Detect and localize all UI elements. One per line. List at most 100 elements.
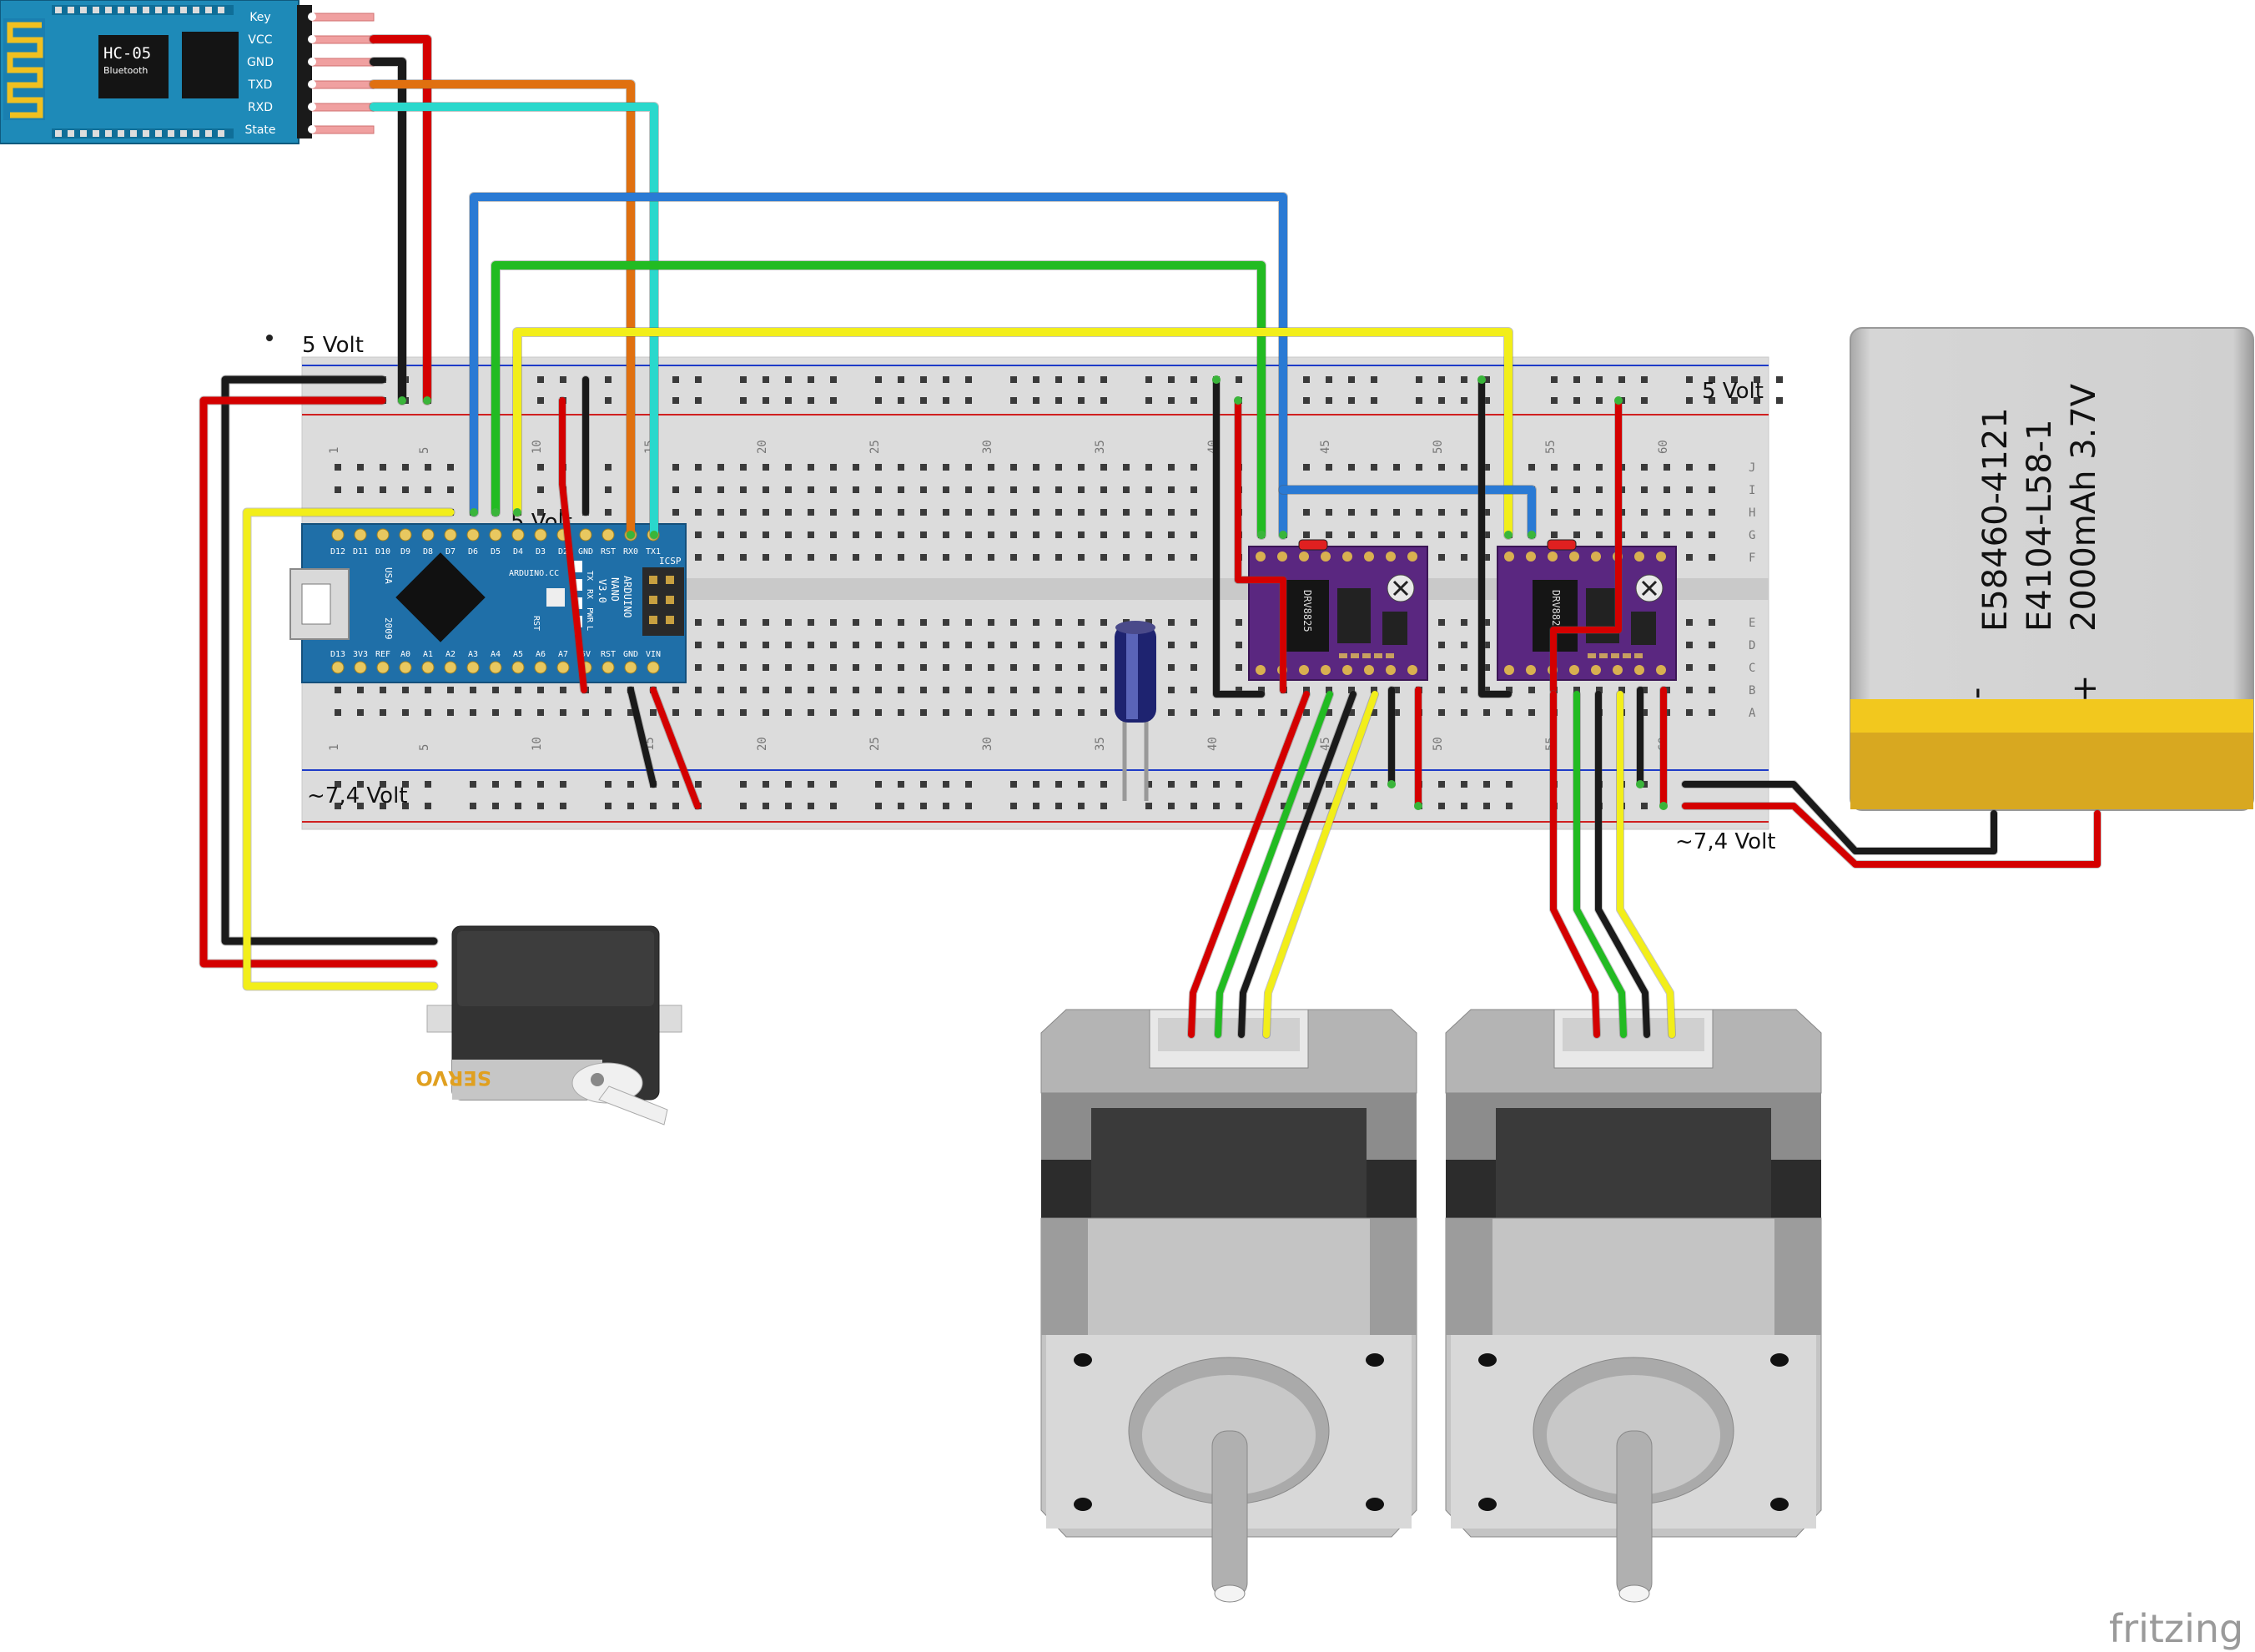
breadboard-rail-hole [695,376,702,383]
breadboard-rail-hole [627,803,634,809]
breadboard-rail-hole [1731,376,1738,383]
motor-stator-side-r [1367,1160,1417,1218]
breadboard-hole [402,486,409,493]
hc05-castellated-pad [193,130,199,137]
breadboard-hole [1010,709,1017,716]
breadboard-rail-hole [1686,376,1693,383]
breadboard-rail-hole [898,803,904,809]
breadboard-rail-hole [560,376,566,383]
breadboard-rail-hole [830,376,837,383]
breadboard-hole [1033,509,1039,516]
breadboard-col-number-bottom: 10 [531,737,544,751]
breadboard-hole [898,642,904,648]
breadboard-hole [1438,687,1445,693]
breadboard-rail-hole [402,781,409,788]
breadboard-hole [875,619,882,626]
breadboard-hole [1100,709,1107,716]
breadboard-hole [943,554,949,561]
driver-resistor [1623,653,1631,658]
breadboard-col-number-top: 5 [418,447,431,454]
breadboard-rail-hole [1776,376,1783,383]
breadboard-hole [875,687,882,693]
driver-pin-top [1548,552,1558,562]
breadboard-hole [1055,619,1062,626]
breadboard-hole [1461,642,1467,648]
breadboard-hole [853,687,859,693]
breadboard-hole [808,709,814,716]
breadboard-hole [1123,486,1130,493]
motor-side-shade-r [1774,1218,1821,1335]
nano-led-label: RX [585,589,594,599]
breadboard-hole [1596,531,1603,538]
hc05-castellated-pad [218,7,224,13]
battery-text-line-1: E58460-4121 [1976,407,2015,632]
breadboard-hole [740,509,747,516]
breadboard-rail-hole [1596,397,1603,404]
electrolytic-capacitor [1115,621,1156,801]
breadboard-hole [1641,709,1648,716]
nano-bottom-pin [602,661,615,674]
breadboard-rail-hole [1078,803,1085,809]
breadboard-rail-hole [1506,803,1513,809]
breadboard-hole [1055,687,1062,693]
breadboard-hole [1686,531,1693,538]
breadboard-rail-hole [808,397,814,404]
nano-icsp-pin [649,576,657,584]
breadboard-hole [830,554,837,561]
breadboard-hole [785,642,792,648]
hc05-pin-end [308,13,316,21]
breadboard-hole [808,664,814,671]
wire-end [1234,396,1242,405]
breadboard-hole [898,486,904,493]
breadboard-rail-hole [672,376,679,383]
breadboard-hole [1461,664,1467,671]
breadboard-hole [1033,664,1039,671]
breadboard-rail-hole [1236,376,1242,383]
breadboard-hole [920,531,927,538]
breadboard-hole [380,486,386,493]
breadboard-hole [740,687,747,693]
nano-bottom-pin [556,661,570,674]
breadboard-rail-hole [1371,781,1377,788]
breadboard-hole [1010,664,1017,671]
breadboard-hole [1393,709,1400,716]
breadboard-hole [1326,687,1332,693]
breadboard-rail-hole [470,781,476,788]
nano-icsp-pin [649,596,657,604]
breadboard-rail-hole [1348,397,1355,404]
label-5v-top: 5 Volt [302,333,364,358]
hc05-castellated-pad [130,130,137,137]
breadboard-hole [965,509,972,516]
hc05-pin-label: Key [249,11,270,24]
breadboard-rail-hole [740,803,747,809]
breadboard-hole [1303,687,1310,693]
breadboard-rail-hole [1709,376,1715,383]
breadboard-rail-hole [1326,781,1332,788]
breadboard-hole [1348,531,1355,538]
hc05-castellated-pad [93,130,99,137]
label-7v4-left: ~7,4 Volt [307,783,408,808]
breadboard-rail-hole [920,781,927,788]
breadboard-hole [1709,687,1715,693]
breadboard-hole [785,509,792,516]
breadboard-rail-hole [1573,397,1580,404]
antenna-trace-icon [7,22,43,118]
breadboard-rail-hole [808,376,814,383]
breadboard-hole [875,554,882,561]
breadboard-hole [695,464,702,471]
breadboard-hole [1190,709,1197,716]
driver-chip-label: DRV8825 [1301,590,1313,632]
breadboard-hole [1078,509,1085,516]
breadboard-hole [1190,464,1197,471]
servo-motor: SERVO [415,925,682,1126]
breadboard-hole [380,687,386,693]
breadboard-hole [1033,642,1039,648]
breadboard-hole [1236,642,1242,648]
breadboard-rail-hole [605,376,612,383]
nano-usa: USA [383,567,394,584]
breadboard-hole [447,709,454,716]
motor-side-shade-r [1370,1218,1417,1335]
nano-top-pin [421,528,435,541]
breadboard-rail-hole [537,376,544,383]
driver-pin-top [1591,552,1601,562]
